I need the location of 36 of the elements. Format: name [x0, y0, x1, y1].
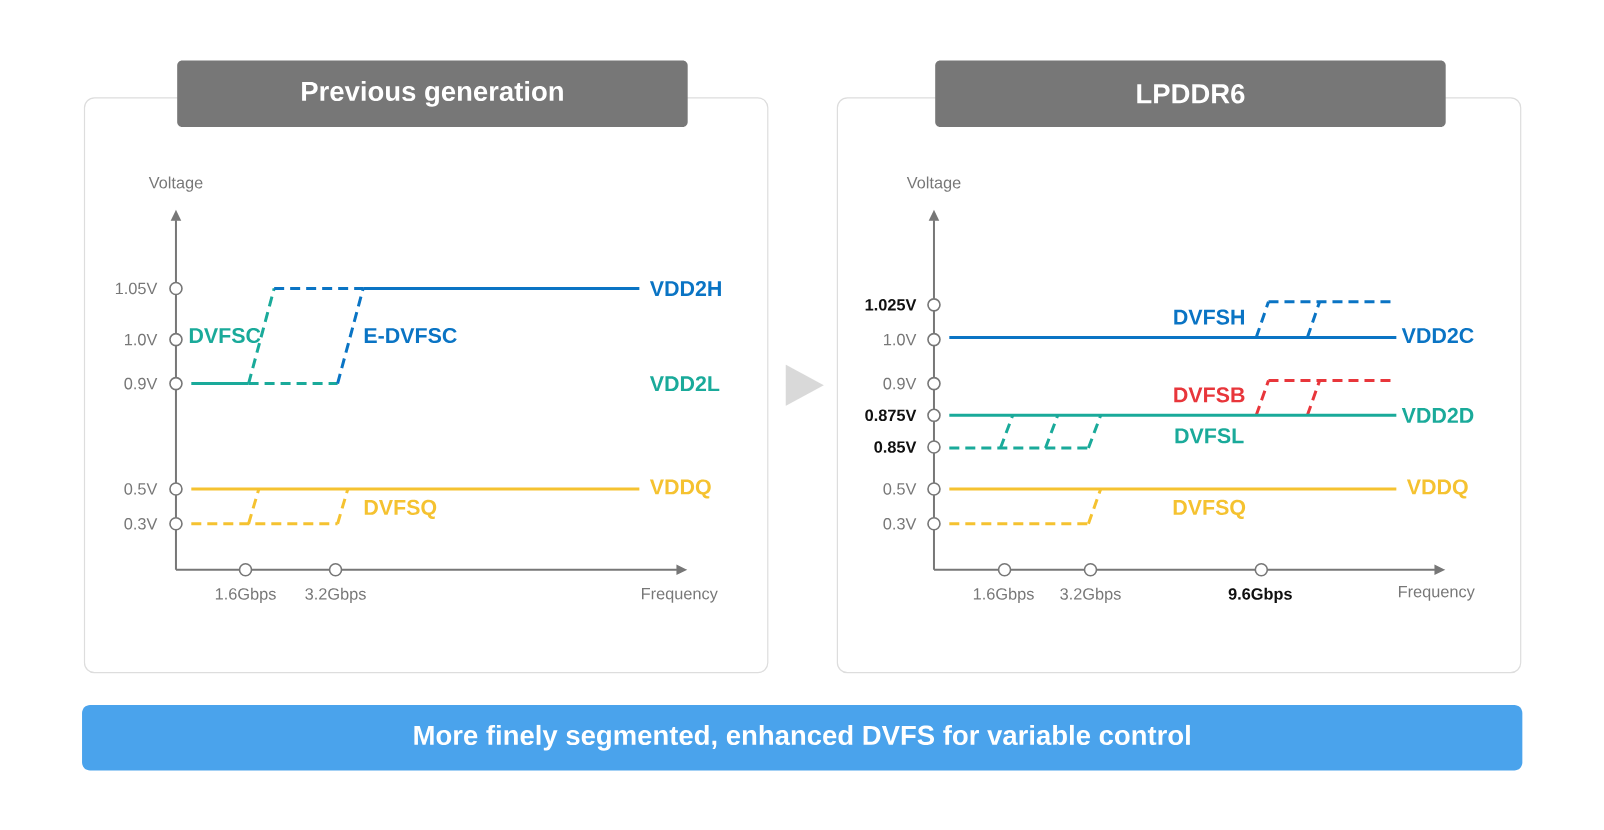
- line-label: VDD2C: [1401, 328, 1474, 344]
- line-label: DVFSH: [1174, 309, 1244, 325]
- tick-label: 1.025V: [865, 299, 917, 311]
- tick-label: 3.2Gbps: [1060, 587, 1121, 604]
- axis-title: Voltage: [906, 176, 961, 192]
- tick-label: 1.0V: [125, 334, 158, 346]
- line-label: DVFSB: [1174, 387, 1245, 403]
- line-label: VDD2D: [1401, 408, 1474, 423]
- tick-label: 0.5V: [883, 483, 917, 495]
- tick-label: 1.6Gbps: [215, 587, 276, 604]
- line-label: VDDQ: [649, 479, 711, 499]
- line-label: VDDQ: [1406, 479, 1468, 499]
- tick-label: 3.2Gbps: [305, 587, 366, 604]
- line-label: VDD2L: [649, 376, 720, 392]
- line-label: DVFSL: [1175, 428, 1244, 444]
- tick-label: 0.3V: [883, 518, 917, 530]
- arrow: [785, 364, 824, 406]
- tick-label: 0.3V: [124, 518, 158, 530]
- line-label: E-DVFSC: [364, 328, 457, 344]
- line-label: DVFSQ: [364, 500, 437, 520]
- line-label: VDD2H: [649, 281, 721, 297]
- tick-label: 1.0V: [884, 334, 917, 346]
- tick-label: 0.5V: [124, 483, 158, 495]
- tick-label: 0.875V: [865, 409, 917, 422]
- tick-label: 9.6Gbps: [1228, 587, 1292, 604]
- tick-label: 1.05V: [115, 282, 158, 295]
- axis-title: Frequency: [642, 588, 718, 603]
- tick-label: 1.6Gbps: [973, 587, 1034, 604]
- line-label: DVFSC: [189, 328, 261, 344]
- tick-label: 0.85V: [874, 441, 917, 453]
- tick-label: 0.9V: [883, 378, 917, 390]
- tick-label: 0.9V: [124, 378, 158, 390]
- banner: More finely segmented, enhanced DVFS for variable control: [82, 705, 1523, 771]
- axis-title: Voltage: [148, 176, 203, 192]
- line-label: DVFSQ: [1173, 500, 1246, 520]
- axis-title: Frequency: [1399, 586, 1475, 601]
